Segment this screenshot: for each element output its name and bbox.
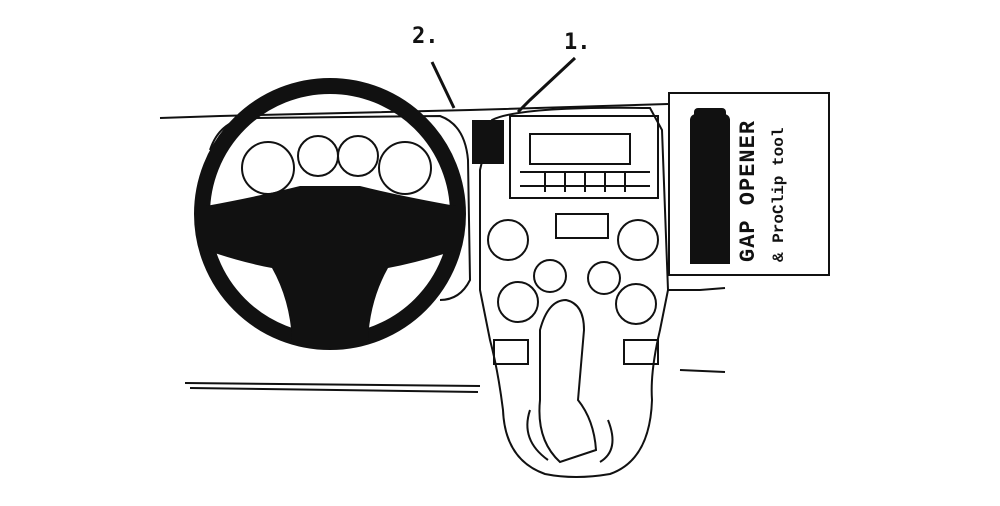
dash-lower-line xyxy=(184,382,481,387)
dash-right-edge xyxy=(668,287,726,291)
gear-boot xyxy=(526,409,614,463)
dash-left-lower xyxy=(189,387,479,393)
console-outline xyxy=(479,106,670,478)
gauge-1 xyxy=(241,141,295,195)
dash-right-lower xyxy=(679,369,726,373)
mount-arrow-2 xyxy=(430,61,456,109)
gap-opener-subtitle: & ProClip tool xyxy=(770,127,788,262)
callout-label-1: 1. xyxy=(564,30,591,55)
gear-lever xyxy=(538,298,598,464)
climate-knob-4 xyxy=(615,283,657,325)
dash-top-edge xyxy=(159,103,669,119)
switch-right xyxy=(623,339,659,365)
radio-unit xyxy=(509,115,659,199)
radio-display xyxy=(529,133,631,165)
vent-left xyxy=(487,219,529,261)
gap-opener-title: GAP OPENER xyxy=(736,119,761,262)
climate-knob-2 xyxy=(533,259,567,293)
vent-right xyxy=(617,219,659,261)
climate-knob-1 xyxy=(497,281,539,323)
mount-arrow-1 xyxy=(516,56,577,114)
gap-opener-text: GAP OPENER & ProClip tool xyxy=(732,102,826,262)
steering-wheel xyxy=(194,78,466,350)
gap-opener-box: GAP OPENER & ProClip tool xyxy=(668,92,830,276)
gauge-3 xyxy=(337,135,379,177)
steering-spoke xyxy=(206,186,456,340)
gauge-4 xyxy=(378,141,432,195)
hazard-switch xyxy=(555,213,609,239)
callout-label-2: 2. xyxy=(412,24,439,49)
climate-knob-3 xyxy=(587,261,621,295)
mount-position-2 xyxy=(472,120,504,164)
switch-left xyxy=(493,339,529,365)
radio-buttons xyxy=(520,171,650,192)
gauge-2 xyxy=(297,135,339,177)
tool-tube-icon xyxy=(690,114,730,264)
